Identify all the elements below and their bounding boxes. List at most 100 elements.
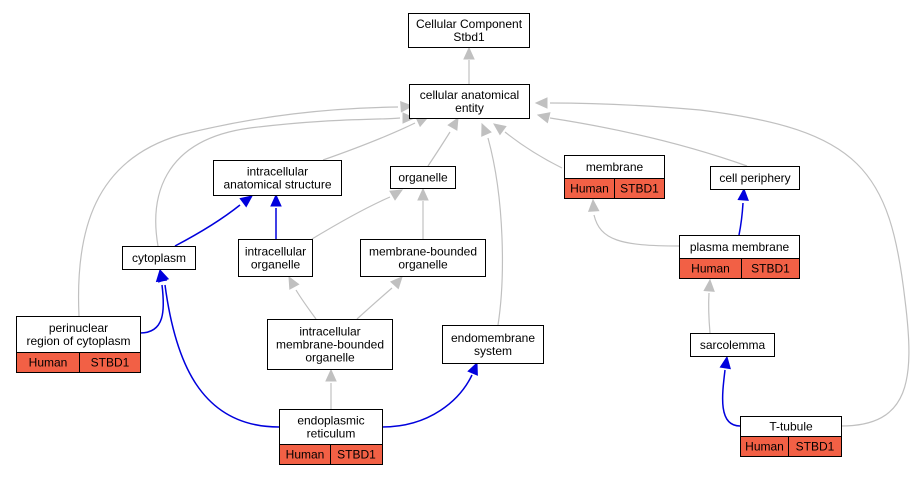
edge-organelle-to-cae bbox=[427, 116, 459, 167]
node-label-line: intracellular bbox=[299, 325, 360, 339]
node-label-line: reticulum bbox=[307, 427, 356, 441]
edge-er-to-cytoplasm bbox=[158, 268, 280, 428]
node-label-line: sarcolemma bbox=[700, 338, 766, 352]
edge-arrowhead bbox=[402, 112, 416, 124]
node-label-line: membrane-bounded bbox=[369, 245, 477, 259]
edge-arrowhead bbox=[463, 46, 475, 60]
node-label-line: cell periphery bbox=[719, 171, 790, 185]
edge-arrowhead bbox=[493, 123, 507, 136]
edge-line bbox=[311, 196, 391, 240]
edge-imbo-to-mbo bbox=[356, 276, 403, 320]
node-sarcolemma[interactable]: sarcolemma bbox=[690, 333, 775, 357]
edge-arrowhead bbox=[325, 368, 337, 382]
node-label-line: region of cytoplasm bbox=[26, 334, 130, 348]
edge-endomembrane-to-cae bbox=[481, 122, 503, 326]
edge-line bbox=[708, 292, 711, 334]
edge-arrowhead bbox=[703, 278, 715, 292]
edge-arrowhead bbox=[588, 198, 600, 212]
edge-cytoplasm-to-ias bbox=[174, 195, 253, 247]
annotation-species: Human bbox=[745, 440, 784, 454]
edge-line bbox=[155, 117, 401, 247]
edge-line bbox=[504, 131, 563, 169]
edge-er-to-imbo bbox=[325, 368, 337, 409]
edge-line bbox=[721, 369, 741, 427]
node-cytoplasm[interactable]: cytoplasm bbox=[122, 246, 196, 270]
annotation-species: Human bbox=[286, 448, 325, 462]
edge-intraorg-to-organelle bbox=[311, 189, 404, 240]
edge-line bbox=[427, 131, 451, 167]
edge-cae-to-root bbox=[463, 46, 475, 84]
edge-line bbox=[356, 287, 393, 320]
edge-arrowhead bbox=[270, 193, 282, 207]
edge-arrowhead bbox=[719, 355, 731, 370]
node-label-line: organelle bbox=[251, 258, 301, 272]
node-label-line: anatomical structure bbox=[223, 178, 331, 192]
edge-line bbox=[593, 214, 680, 247]
edge-arrowhead bbox=[536, 112, 551, 124]
edge-line bbox=[738, 202, 744, 236]
node-label-line: endoplasmic bbox=[297, 414, 364, 428]
node-cellperiphery[interactable]: cell periphery bbox=[710, 166, 800, 190]
edge-perinuclear-to-cae bbox=[77, 101, 414, 317]
annotation-gene-cell bbox=[330, 444, 383, 465]
edge-line bbox=[77, 106, 399, 317]
node-box bbox=[390, 166, 456, 189]
node-label-line: entity bbox=[455, 101, 484, 115]
edge-ias-to-cae bbox=[322, 116, 430, 161]
edge-arrowhead bbox=[447, 116, 459, 131]
edge-line bbox=[295, 289, 317, 320]
node-organelle[interactable]: organelle bbox=[390, 166, 456, 189]
edge-line bbox=[164, 284, 280, 428]
node-label-line: cytoplasm bbox=[132, 251, 186, 265]
node-box bbox=[710, 166, 800, 190]
edge-line bbox=[322, 122, 416, 161]
node-label-line: perinuclear bbox=[49, 321, 108, 335]
edge-arrowhead bbox=[389, 189, 404, 201]
edge-arrowhead bbox=[158, 268, 170, 283]
annotation-gene: STBD1 bbox=[91, 356, 130, 370]
annotation-gene: STBD1 bbox=[796, 440, 835, 454]
node-label-line: organelle bbox=[305, 351, 355, 365]
edge-line bbox=[139, 284, 165, 334]
node-label-line: membrane-bounded bbox=[276, 338, 384, 352]
annotation-gene-cell bbox=[741, 258, 800, 279]
annotation-gene: STBD1 bbox=[337, 448, 376, 462]
edge-plasmamembrane-to-membrane bbox=[588, 198, 680, 247]
node-label-line: T-tubule bbox=[769, 420, 813, 434]
node-box bbox=[408, 13, 530, 48]
edge-arrowhead bbox=[239, 195, 253, 208]
edge-arrowhead bbox=[389, 276, 403, 290]
edge-line bbox=[381, 374, 473, 428]
edge-line bbox=[549, 117, 748, 167]
annotation-species: Human bbox=[691, 262, 730, 276]
node-box bbox=[213, 160, 342, 196]
edge-arrowhead bbox=[534, 97, 548, 109]
node-label-line: intracellular bbox=[245, 245, 306, 259]
edge-plasmamembrane-to-cellperiphery bbox=[737, 187, 749, 236]
node-label-line: Stbd1 bbox=[453, 30, 485, 44]
node-label-line: membrane bbox=[586, 160, 644, 174]
node-box bbox=[442, 325, 544, 364]
annotation-species: Human bbox=[29, 356, 68, 370]
edge-cytoplasm-to-cae bbox=[155, 112, 416, 247]
node-box bbox=[690, 333, 775, 357]
node-label-line: Cellular Component bbox=[416, 17, 523, 31]
annotation-species: Human bbox=[570, 182, 609, 196]
edge-membrane-to-cae bbox=[493, 123, 563, 169]
edge-cellperiphery-to-cae bbox=[536, 112, 748, 167]
node-label-line: cellular anatomical bbox=[420, 88, 519, 102]
